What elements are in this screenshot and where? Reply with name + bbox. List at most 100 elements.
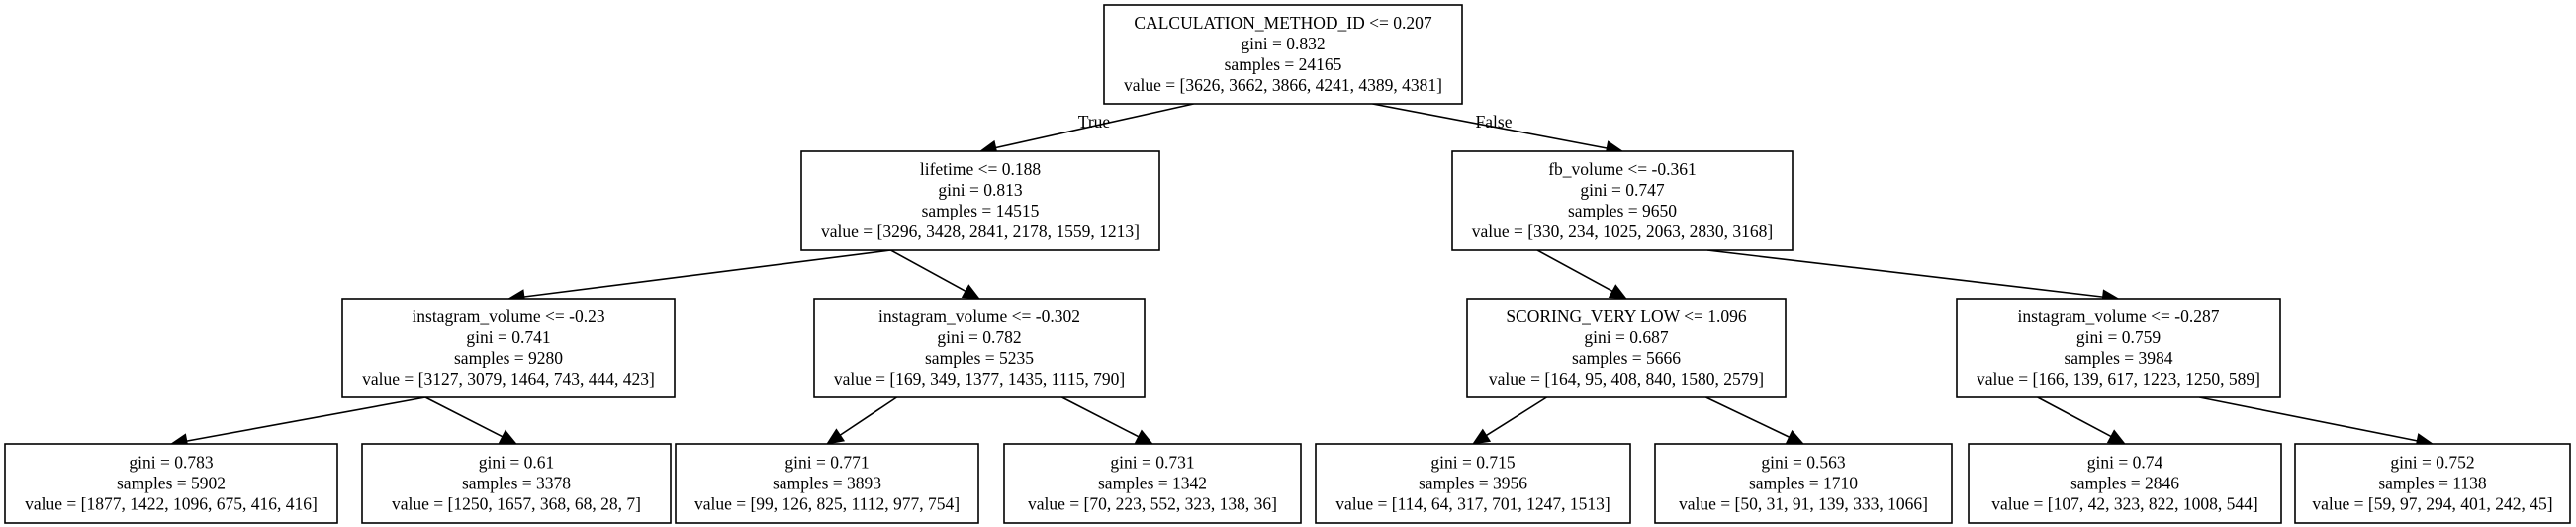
- edge-n3-n8: [424, 396, 518, 445]
- node-box: [361, 443, 672, 524]
- edge-line: [1706, 249, 2103, 298]
- node-box: [1654, 443, 1953, 524]
- edge-line: [2199, 396, 2418, 442]
- node-gini-text: gini = 0.759: [2076, 327, 2161, 347]
- edge-n2-n6: [1706, 249, 2120, 305]
- edge-n1-n4: [890, 249, 981, 300]
- edge-n6-n14: [2199, 396, 2435, 449]
- node-value-text: value = [1877, 1422, 1096, 675, 416, 416…: [25, 494, 318, 514]
- edges: True False: [169, 103, 2435, 449]
- node-samples-text: samples = 3984: [2065, 348, 2173, 368]
- edge-line: [1061, 396, 1140, 438]
- edge-line: [995, 103, 1194, 149]
- edge-line: [890, 249, 966, 293]
- node-value-text: value = [3127, 3079, 1464, 743, 444, 423…: [362, 369, 655, 389]
- edge-line: [1372, 103, 1608, 149]
- node-samples-text: samples = 5666: [1572, 348, 1681, 368]
- node-gini-text: gini = 0.782: [937, 327, 1021, 347]
- edge-n4-n9: [825, 396, 897, 445]
- edge-n0-n1: True: [978, 103, 1194, 155]
- edge-n1-n3: [506, 249, 891, 305]
- node-value-text: value = [59, 97, 294, 401, 242, 45]: [2312, 494, 2552, 514]
- node-gini-text: gini = 0.771: [784, 453, 869, 473]
- node-samples-text: samples = 9280: [454, 348, 563, 368]
- node-box: [1103, 4, 1463, 105]
- edge-n2-n5: [1536, 249, 1628, 300]
- edge-line: [1536, 249, 1613, 293]
- node-value-text: value = [3296, 3428, 2841, 2178, 1559, 1…: [821, 221, 1140, 241]
- edge-line: [839, 396, 897, 436]
- node-condition-text: fb_volume <= -0.361: [1548, 159, 1697, 179]
- node-condition-text: lifetime <= 0.188: [920, 159, 1042, 179]
- arrowhead-icon: [1785, 429, 1805, 445]
- node-box: [1451, 150, 1794, 251]
- node-box: [813, 298, 1146, 398]
- node-samples-text: samples = 5902: [117, 474, 226, 493]
- edge-n5-n11: [1471, 396, 1547, 445]
- node-value-text: value = [330, 234, 1025, 2063, 2830, 316…: [1472, 221, 1773, 241]
- edge-line: [2037, 396, 2112, 438]
- node-condition-text: instagram_volume <= -0.23: [412, 307, 604, 326]
- node-samples-text: samples = 3378: [462, 474, 571, 493]
- node-samples-text: samples = 24165: [1225, 54, 1342, 74]
- node-box: [1003, 443, 1302, 524]
- node-value-text: value = [166, 139, 617, 1223, 1250, 589]: [1977, 369, 2260, 389]
- arrowhead-icon: [1134, 429, 1154, 445]
- node-samples-text: samples = 3956: [1419, 474, 1527, 493]
- arrowhead-icon: [961, 284, 981, 300]
- edge-n4-n10: [1061, 396, 1154, 445]
- node-samples-text: samples = 1342: [1098, 474, 1207, 493]
- node-samples-text: samples = 5235: [925, 348, 1034, 368]
- node-samples-text: samples = 3893: [773, 474, 881, 493]
- node-value-text: value = [99, 126, 825, 1112, 977, 754]: [694, 494, 960, 514]
- node-samples-text: samples = 14515: [922, 201, 1040, 220]
- node-samples-text: samples = 1710: [1749, 474, 1858, 493]
- node-samples-text: samples = 1138: [2378, 474, 2487, 493]
- node-value-text: value = [70, 223, 552, 323, 138, 36]: [1028, 494, 1277, 514]
- edge-line: [523, 249, 891, 298]
- edge-line: [186, 396, 426, 442]
- node-gini-text: gini = 0.715: [1430, 453, 1515, 473]
- node-box: [2294, 443, 2571, 524]
- node-value-text: value = [114, 64, 317, 701, 1247, 1513]: [1335, 494, 1610, 514]
- node-value-text: value = [164, 95, 408, 840, 1580, 2579]: [1489, 369, 1764, 389]
- edge-n3-n7: [169, 396, 426, 449]
- node-condition-text: instagram_volume <= -0.302: [878, 307, 1080, 326]
- node-condition-text: CALCULATION_METHOD_ID <= 0.207: [1134, 13, 1431, 33]
- node-box: [341, 298, 676, 398]
- node-gini-text: gini = 0.687: [1584, 327, 1668, 347]
- arrowhead-icon: [1608, 284, 1628, 300]
- node-condition-text: instagram_volume <= -0.287: [2018, 307, 2220, 326]
- node-gini-text: gini = 0.747: [1580, 180, 1664, 200]
- node-gini-text: gini = 0.61: [479, 453, 554, 473]
- edge-line: [424, 396, 504, 438]
- node-gini-text: gini = 0.832: [1241, 34, 1325, 53]
- node-gini-text: gini = 0.752: [2390, 453, 2474, 473]
- node-value-text: value = [3626, 3662, 3866, 4241, 4389, 4…: [1124, 75, 1442, 95]
- node-value-text: value = [169, 349, 1377, 1435, 1115, 790…: [834, 369, 1125, 389]
- node-box: [1315, 443, 1631, 524]
- node-condition-text: SCORING_VERY LOW <= 1.096: [1506, 307, 1747, 326]
- arrowhead-icon: [2106, 429, 2127, 445]
- edge-line: [1486, 396, 1547, 437]
- node-gini-text: gini = 0.74: [2087, 453, 2163, 473]
- node-box: [4, 443, 338, 524]
- node-box: [1956, 298, 2281, 398]
- edge-n6-n13: [2037, 396, 2127, 445]
- edge-line: [1705, 396, 1790, 438]
- edge-n0-n2: False: [1372, 103, 1624, 156]
- edge-n5-n12: [1705, 396, 1805, 445]
- arrowhead-icon: [825, 428, 846, 445]
- node-gini-text: gini = 0.813: [938, 180, 1022, 200]
